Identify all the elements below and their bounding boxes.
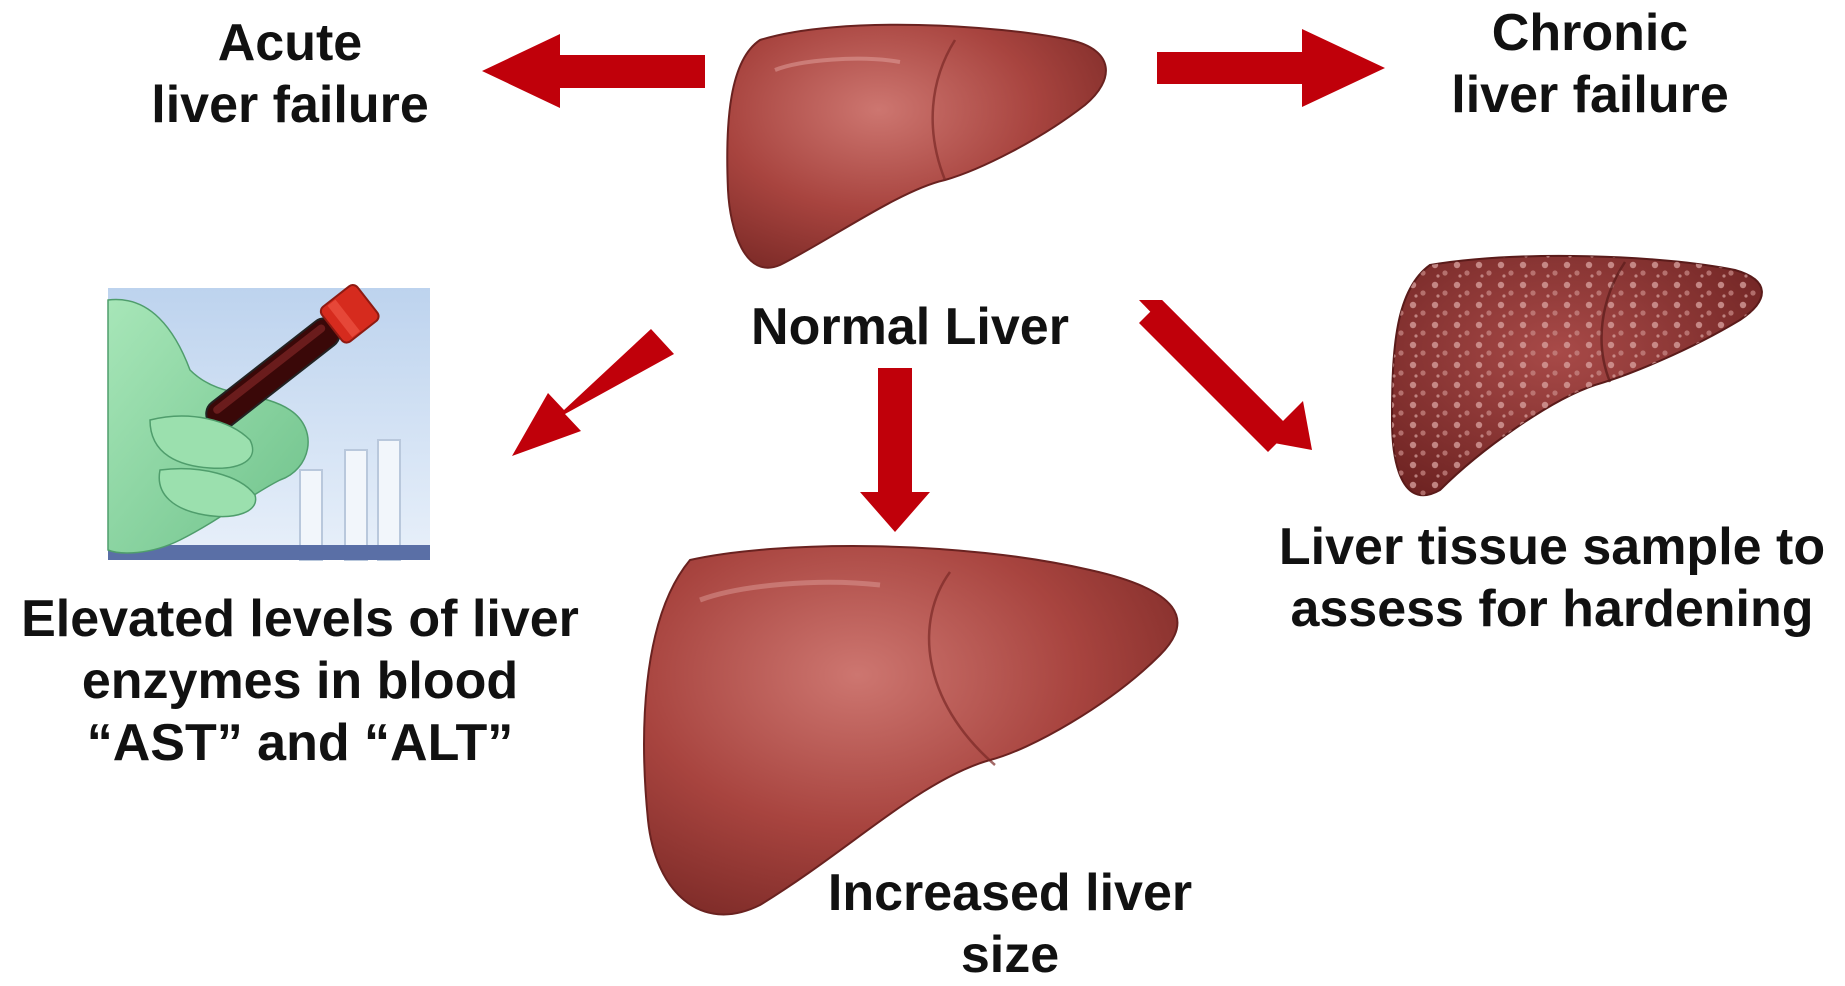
increased-label-line-2: size xyxy=(820,924,1200,986)
arrow-to-acute xyxy=(482,34,705,108)
tissue-label-line-1: Liver tissue sample to xyxy=(1262,516,1842,578)
chronic-label-line-1: Chronic xyxy=(1420,2,1760,64)
acute-label-line-2: liver failure xyxy=(140,74,440,136)
normal-liver-image xyxy=(727,25,1106,268)
acute-liver-failure-label: Acute liver failure xyxy=(140,12,440,136)
cirrhotic-liver-image xyxy=(1392,256,1762,495)
liver-enzymes-label: Elevated levels of liver enzymes in bloo… xyxy=(0,588,600,774)
increased-liver-size-label: Increased liver size xyxy=(820,862,1200,986)
tissue-sample-label: Liver tissue sample to assess for harden… xyxy=(1262,516,1842,640)
normal-liver-label: Normal Liver xyxy=(730,296,1090,358)
arrow-to-enzymes xyxy=(512,329,674,456)
blood-sample-tube-image xyxy=(108,283,430,560)
chronic-liver-failure-label: Chronic liver failure xyxy=(1420,2,1760,126)
enzymes-label-line-1: Elevated levels of liver xyxy=(0,588,600,650)
chronic-label-line-2: liver failure xyxy=(1420,64,1760,126)
tissue-label-line-2: assess for hardening xyxy=(1262,578,1842,640)
enzymes-label-line-3: “AST” and “ALT” xyxy=(0,712,600,774)
enlarged-liver-image xyxy=(644,546,1177,914)
arrow-to-chronic xyxy=(1157,29,1385,107)
acute-label-line-1: Acute xyxy=(140,12,440,74)
arrow-to-tissue-sample xyxy=(1139,300,1312,452)
arrow-to-increased-size xyxy=(860,368,930,532)
increased-label-line-1: Increased liver xyxy=(820,862,1200,924)
enzymes-label-line-2: enzymes in blood xyxy=(0,650,600,712)
normal-label-line-1: Normal Liver xyxy=(730,296,1090,358)
